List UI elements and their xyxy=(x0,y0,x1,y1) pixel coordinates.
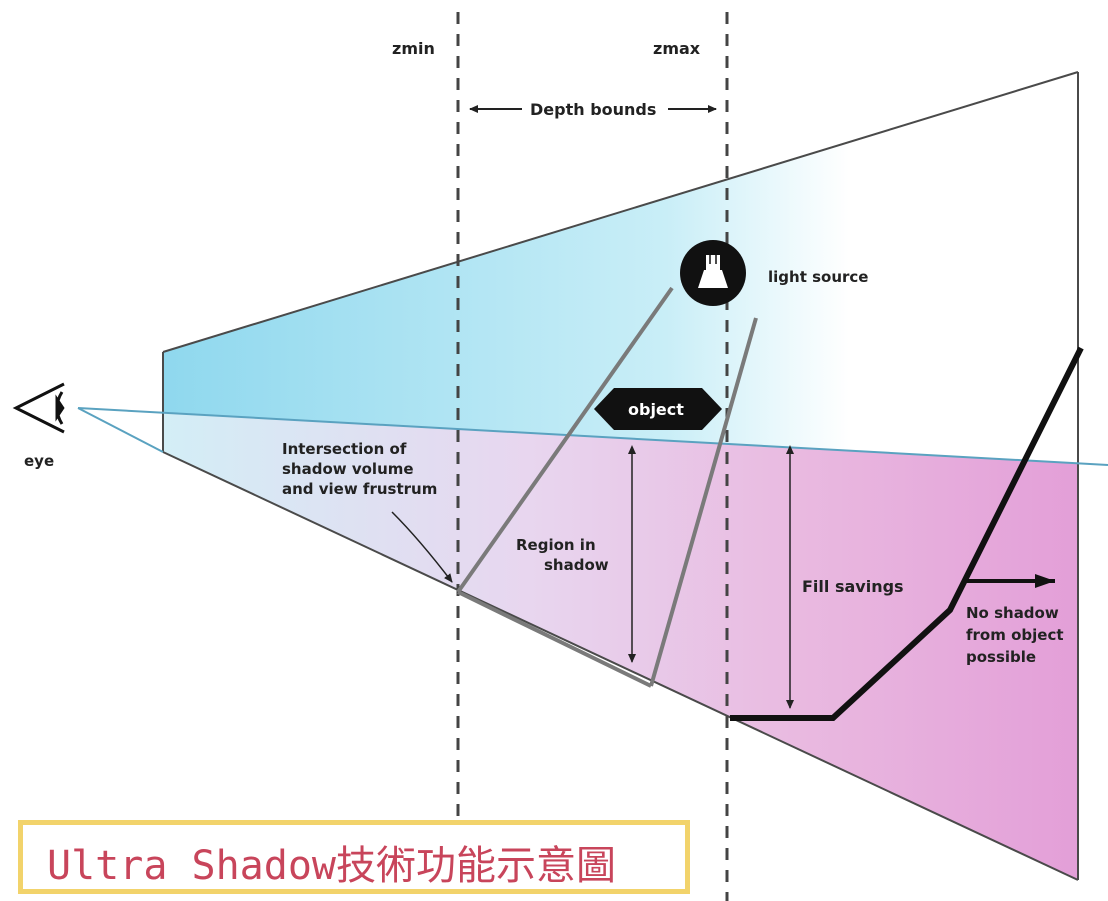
frustum-upper-region xyxy=(163,72,1078,463)
shadow-boundary-line xyxy=(730,346,1084,721)
no-shadow-label-3: possible xyxy=(966,648,1036,666)
shadow-volume-edges xyxy=(456,286,758,688)
no-shadow-label-1: No shadow xyxy=(966,604,1059,622)
eye-label: eye xyxy=(24,452,54,470)
light-source-label: light source xyxy=(768,268,868,286)
frustum-lower-region xyxy=(163,412,1078,880)
object-shape xyxy=(594,388,722,430)
intersection-pointer xyxy=(391,511,453,583)
caption-box: Ultra Shadow技術功能示意圖 xyxy=(18,820,690,894)
intersection-label-1: Intersection of xyxy=(282,440,407,458)
view-ray-lower xyxy=(77,407,164,453)
zmin-label: zmin xyxy=(392,39,435,58)
region-in-shadow-label-1: Region in xyxy=(516,536,596,554)
light-source-icon xyxy=(680,240,746,306)
eye-icon xyxy=(12,382,65,434)
zmax-label: zmax xyxy=(653,39,701,58)
intersection-label-3: and view frustrum xyxy=(282,480,437,498)
view-frustum-outline xyxy=(162,71,1079,881)
intersection-label-2: shadow volume xyxy=(282,460,414,478)
region-in-shadow-label-2: shadow xyxy=(544,556,609,574)
no-shadow-label-2: from object xyxy=(966,626,1064,644)
object-label: object xyxy=(628,400,684,419)
caption-title: Ultra Shadow技術功能示意圖 xyxy=(47,843,616,889)
depth-bounds-label: Depth bounds xyxy=(530,100,656,119)
fill-savings-label: Fill savings xyxy=(802,577,904,596)
view-ray-upper xyxy=(77,407,1108,466)
